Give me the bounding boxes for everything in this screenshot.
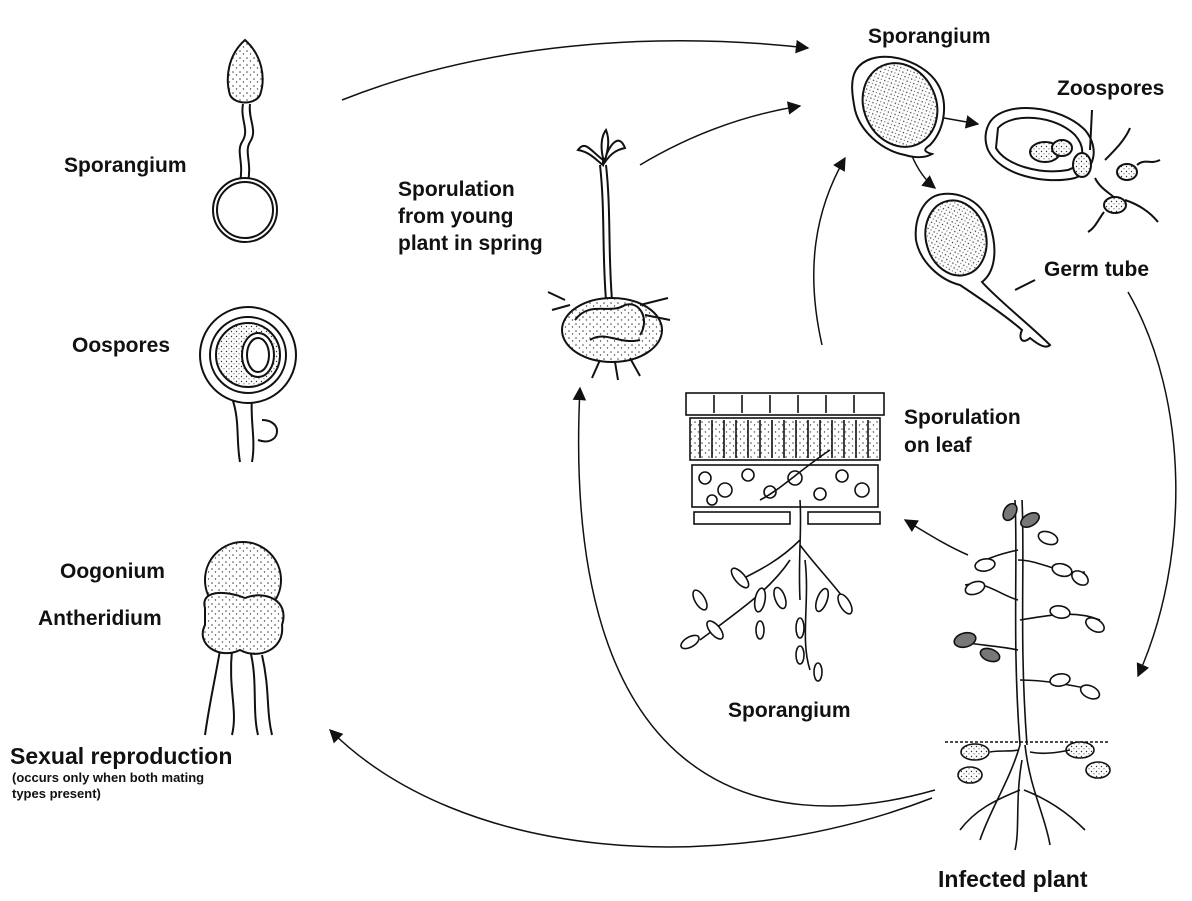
label-germ-tube: Germ tube — [1044, 257, 1149, 283]
infected-plant-drawing — [945, 500, 1110, 850]
sporangium-left-drawing — [213, 40, 277, 242]
arrow-leaf-to-sporangium — [814, 158, 845, 345]
label-zoospores: Zoospores — [1057, 76, 1164, 102]
label-oogonium: Oogonium — [60, 559, 165, 585]
label-sexual-reproduction: Sexual reproduction — [10, 743, 232, 769]
label-sexual-note-line2: types present) — [12, 786, 101, 802]
zoospore-release-drawing — [986, 108, 1160, 232]
arrow-plant-to-sexual-reproduction — [330, 730, 932, 847]
label-antheridium: Antheridium — [38, 606, 162, 632]
label-sporangium-left: Sporangium — [64, 153, 187, 179]
leaf-cross-section-drawing — [679, 393, 884, 681]
arrow-sporangium-to-zoospores — [944, 118, 978, 124]
arrow-seedling-to-sporangium — [640, 106, 800, 165]
label-sporulation-leaf-line2: on leaf — [904, 433, 972, 459]
arrow-plant-to-leaf — [905, 520, 968, 555]
label-sporulation-young-line2: from young — [398, 204, 514, 230]
label-sexual-note-line1: (occurs only when both mating — [12, 770, 204, 786]
germinating-sporangium-drawing — [916, 194, 1050, 347]
sporangium-top-drawing — [849, 51, 951, 159]
arrow-sporangium-to-germinating — [912, 156, 935, 188]
label-sporulation-leaf-line1: Sporulation — [904, 405, 1021, 431]
label-infected-plant: Infected plant — [938, 866, 1088, 892]
label-sporulation-young-line1: Sporulation — [398, 177, 515, 203]
label-sporulation-young-line3: plant in spring — [398, 231, 543, 257]
sprouting-tuber-drawing — [548, 130, 670, 380]
label-oospores: Oospores — [72, 333, 170, 359]
label-sporangium-top: Sporangium — [868, 24, 991, 50]
label-sporangium-bottom: Sporangium — [728, 698, 851, 724]
oospore-drawing — [200, 307, 296, 462]
oogonium-antheridium-drawing — [203, 542, 284, 735]
arrow-germtube-to-plant — [1128, 292, 1176, 676]
arrow-sporangium-to-sporangium — [342, 41, 808, 100]
